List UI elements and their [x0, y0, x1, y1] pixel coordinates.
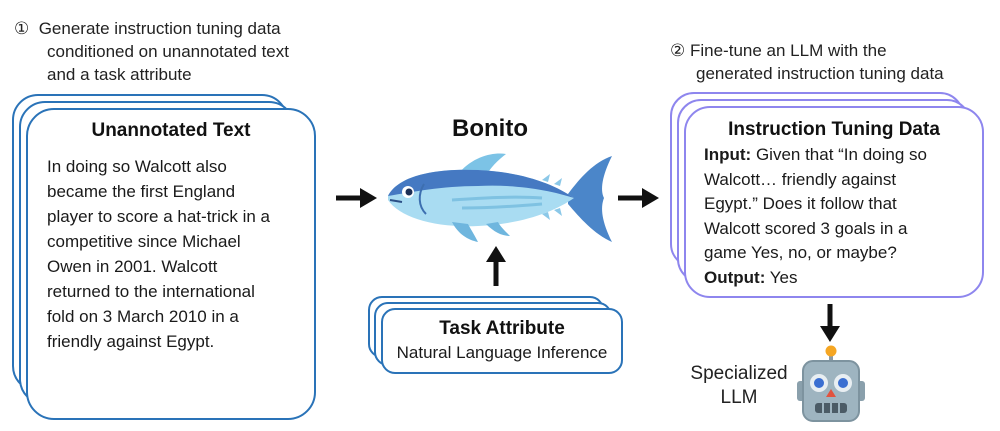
arrow-up-icon	[486, 246, 506, 286]
output-line: Output: Yes	[704, 266, 927, 291]
input-text: game Yes, no, or maybe?	[704, 243, 897, 262]
input-line: Input: Given that “In doing so	[704, 143, 927, 168]
instruction-tuning-body: Input: Given that “In doing so Walcott… …	[704, 143, 927, 290]
step2-line-2: generated instruction tuning data	[696, 64, 944, 83]
body-line: competitive since Michael	[47, 232, 241, 251]
specialized-llm-line-1: Specialized	[690, 363, 788, 384]
step2-caption: ② Fine-tune an LLM with the generated in…	[670, 39, 944, 85]
card-stack-front	[26, 108, 316, 420]
input-text: Walcott scored 3 goals in a	[704, 218, 908, 238]
input-label: Input:	[704, 145, 752, 164]
task-attribute-value: Natural Language Inference	[396, 343, 608, 362]
arrow-right-icon	[618, 188, 659, 208]
input-text: Walcott… friendly against	[704, 169, 897, 189]
step2-line-1-text: Fine-tune an LLM with the	[689, 41, 887, 60]
body-line: became the first England	[47, 182, 236, 201]
bonito-title: Bonito	[452, 115, 528, 142]
specialized-llm-label: Specialized LLM	[686, 362, 792, 410]
step1-caption: ① Generate instruction tuning data condi…	[14, 17, 289, 86]
step2-marker: ②	[670, 41, 686, 60]
body-line: returned to the international	[47, 282, 255, 301]
card-stack-front	[381, 308, 623, 374]
input-text: Egypt.” Does it follow that	[704, 194, 897, 213]
step2-line-1: ② Fine-tune an LLM with the	[670, 39, 944, 62]
body-line: In doing so Walcott also	[47, 157, 227, 176]
card-stack-front	[684, 106, 984, 298]
unannotated-text-title: Unannotated Text	[91, 120, 251, 141]
body-line: Owen in 2001. Walcott	[47, 257, 218, 276]
fish-icon	[388, 153, 612, 242]
body-line: player to score a hat-trick in a	[47, 207, 270, 226]
output-label: Output:	[704, 267, 766, 287]
body-line: friendly against Egypt.	[47, 332, 215, 351]
arrow-right-icon	[336, 188, 377, 208]
robot-icon	[797, 345, 865, 422]
step1-line-2: conditioned on unannotated text	[47, 42, 289, 61]
step1-line-1: ① Generate instruction tuning data	[14, 17, 289, 40]
task-attribute-title: Task Attribute	[439, 318, 565, 339]
step1-marker: ①	[14, 19, 30, 38]
output-value: Yes	[769, 267, 798, 287]
instruction-tuning-title: Instruction Tuning Data	[728, 119, 940, 140]
arrow-down-icon	[820, 304, 840, 342]
step1-line-3: and a task attribute	[47, 65, 192, 84]
specialized-llm-line-2: LLM	[720, 387, 758, 408]
step1-line-1-text: Generate instruction tuning data	[38, 19, 281, 38]
input-text: Given that “In doing so	[755, 145, 927, 164]
body-line: fold on 3 March 2010 in a	[47, 307, 239, 326]
unannotated-text-body: In doing so Walcott also became the firs…	[47, 154, 270, 354]
